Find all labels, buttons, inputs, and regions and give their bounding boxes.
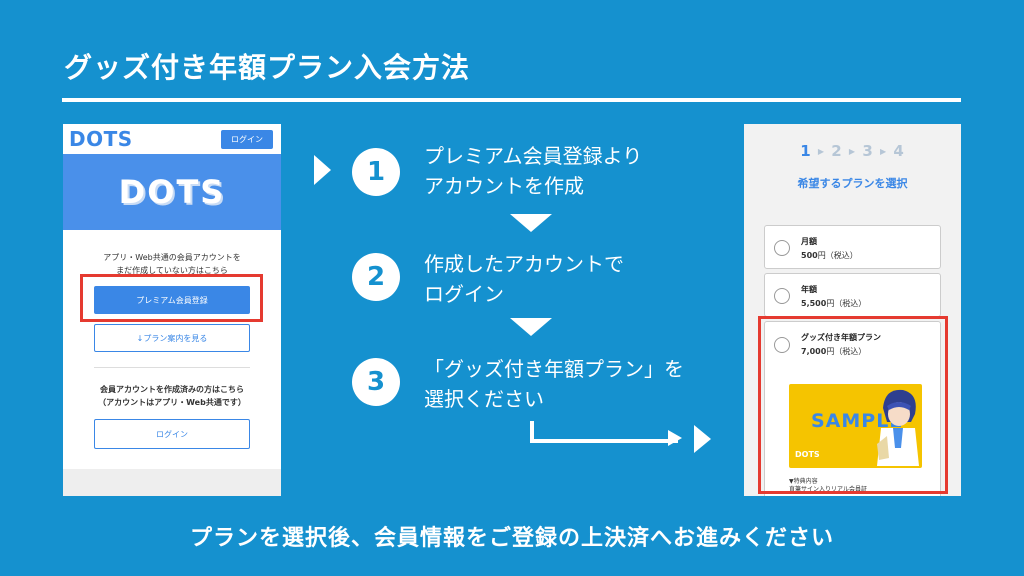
plan-price: 500円（税込） bbox=[801, 250, 858, 261]
step-3-text: 「グッズ付き年額プラン」を 選択ください bbox=[424, 354, 684, 414]
radio-button[interactable] bbox=[774, 288, 790, 304]
step-1-text: プレミアム会員登録より アカウントを作成 bbox=[424, 141, 642, 201]
plan-price-unit: 円 bbox=[817, 251, 826, 260]
down-arrow-icon bbox=[510, 318, 552, 336]
step-indicator-3: 3 bbox=[862, 142, 874, 160]
plan-name: 月額 bbox=[801, 237, 817, 246]
new-account-text: アプリ・Web共通の会員アカウントを まだ作成していない方はこちら bbox=[63, 251, 281, 277]
sample-watermark: SAMPLE bbox=[811, 410, 904, 432]
sample-card-logo: DOTS bbox=[795, 450, 820, 459]
plan-guide-button[interactable]: ↓プラン案内を見る bbox=[94, 324, 250, 352]
step-1-line2: アカウントを作成 bbox=[424, 174, 584, 198]
step-indicator: 1 ▶ 2 ▶ 3 ▶ 4 bbox=[744, 142, 961, 160]
premium-button-highlight bbox=[80, 274, 263, 322]
plan-tax-label: （税込） bbox=[834, 299, 867, 308]
step-2-line2: ログイン bbox=[424, 282, 504, 306]
elbow-arrow-line bbox=[530, 421, 678, 443]
plan-price-unit: 円 bbox=[826, 347, 835, 356]
left-phone-footer bbox=[63, 469, 281, 496]
plan-card-yearly[interactable]: 年額 5,500円（税込） bbox=[764, 273, 941, 317]
plan-price-unit: 円 bbox=[826, 299, 835, 308]
left-phone-header: DOTS ログイン bbox=[63, 124, 281, 154]
plan-price: 7,000円（税込） bbox=[801, 346, 866, 357]
sample-member-card-image: SAMPLE DOTS bbox=[789, 384, 922, 468]
hero-logo: DOTS bbox=[118, 173, 226, 211]
perk-item: 直筆サイン入りリアル会員証 bbox=[789, 486, 867, 493]
radio-button[interactable] bbox=[774, 240, 790, 256]
hero-banner: DOTS bbox=[63, 154, 281, 230]
plan-select-heading: 希望するプランを選択 bbox=[797, 177, 908, 190]
play-arrow-icon bbox=[314, 155, 331, 185]
plan-name: 年額 bbox=[801, 285, 817, 294]
step-1-line1: プレミアム会員登録より bbox=[424, 144, 643, 168]
step-2-line1: 作成したアカウントで bbox=[424, 252, 624, 276]
radio-button[interactable] bbox=[774, 337, 790, 353]
elbow-arrow-head-icon bbox=[668, 430, 682, 446]
perk-title: ▼特典内容 bbox=[789, 478, 818, 485]
right-phone-screenshot: 1 ▶ 2 ▶ 3 ▶ 4 希望するプランを選択 月額 500円（税込） 年額 … bbox=[744, 124, 961, 496]
plan-price: 5,500円（税込） bbox=[801, 298, 866, 309]
dots-logo: DOTS bbox=[69, 127, 133, 151]
character-illustration-icon bbox=[877, 389, 919, 466]
step-3-circle: 3 bbox=[352, 358, 400, 406]
step-indicator-1: 1 bbox=[800, 142, 812, 160]
plan-price-value: 5,500 bbox=[801, 299, 827, 308]
page-title: グッズ付き年額プラン入会方法 bbox=[64, 51, 471, 84]
step-1-circle: 1 bbox=[352, 148, 400, 196]
login-button[interactable]: ログイン bbox=[94, 419, 250, 449]
existing-account-text-line1: 会員アカウントを作成済みの方はこちら bbox=[100, 385, 244, 394]
left-phone-screenshot: DOTS ログイン DOTS アプリ・Web共通の会員アカウントを まだ作成して… bbox=[63, 124, 281, 496]
plan-card-goods-yearly[interactable]: グッズ付き年額プラン 7,000円（税込） SAMPLE DOTS ▼特典内容 … bbox=[764, 321, 941, 496]
premium-register-button[interactable]: プレミアム会員登録 bbox=[94, 286, 250, 314]
new-account-text-line1: アプリ・Web共通の会員アカウントを bbox=[103, 253, 241, 262]
left-phone-divider bbox=[94, 367, 250, 368]
existing-account-text-line2: （アカウントはアプリ・Web共通です） bbox=[98, 398, 246, 407]
step-indicator-2: 2 bbox=[831, 142, 843, 160]
down-arrow-icon bbox=[510, 214, 552, 232]
existing-account-text: 会員アカウントを作成済みの方はこちら （アカウントはアプリ・Web共通です） bbox=[63, 383, 281, 409]
step-sep-icon: ▶ bbox=[848, 147, 857, 156]
step-sep-icon: ▶ bbox=[817, 147, 826, 156]
plan-tax-label: （税込） bbox=[825, 251, 858, 260]
step-2-text: 作成したアカウントで ログイン bbox=[424, 249, 624, 309]
step-indicator-4: 4 bbox=[893, 142, 905, 160]
step-3-line1: 「グッズ付き年額プラン」を bbox=[424, 357, 684, 381]
plan-card-monthly[interactable]: 月額 500円（税込） bbox=[764, 225, 941, 269]
step-3-line2: 選択ください bbox=[424, 387, 544, 411]
step-sep-icon: ▶ bbox=[879, 147, 888, 156]
new-account-text-line2: まだ作成していない方はこちら bbox=[116, 266, 228, 275]
plan-price-value: 7,000 bbox=[801, 347, 827, 356]
goods-plan-highlight bbox=[758, 316, 948, 494]
play-arrow-icon bbox=[694, 425, 711, 453]
plan-tax-label: （税込） bbox=[834, 347, 867, 356]
step-2-circle: 2 bbox=[352, 253, 400, 301]
header-login-button[interactable]: ログイン bbox=[221, 129, 273, 149]
title-divider bbox=[62, 98, 961, 102]
plan-price-value: 500 bbox=[801, 251, 818, 260]
plan-name: グッズ付き年額プラン bbox=[801, 333, 881, 342]
bottom-caption: プランを選択後、会員情報をご登録の上決済へお進みください bbox=[189, 526, 834, 551]
